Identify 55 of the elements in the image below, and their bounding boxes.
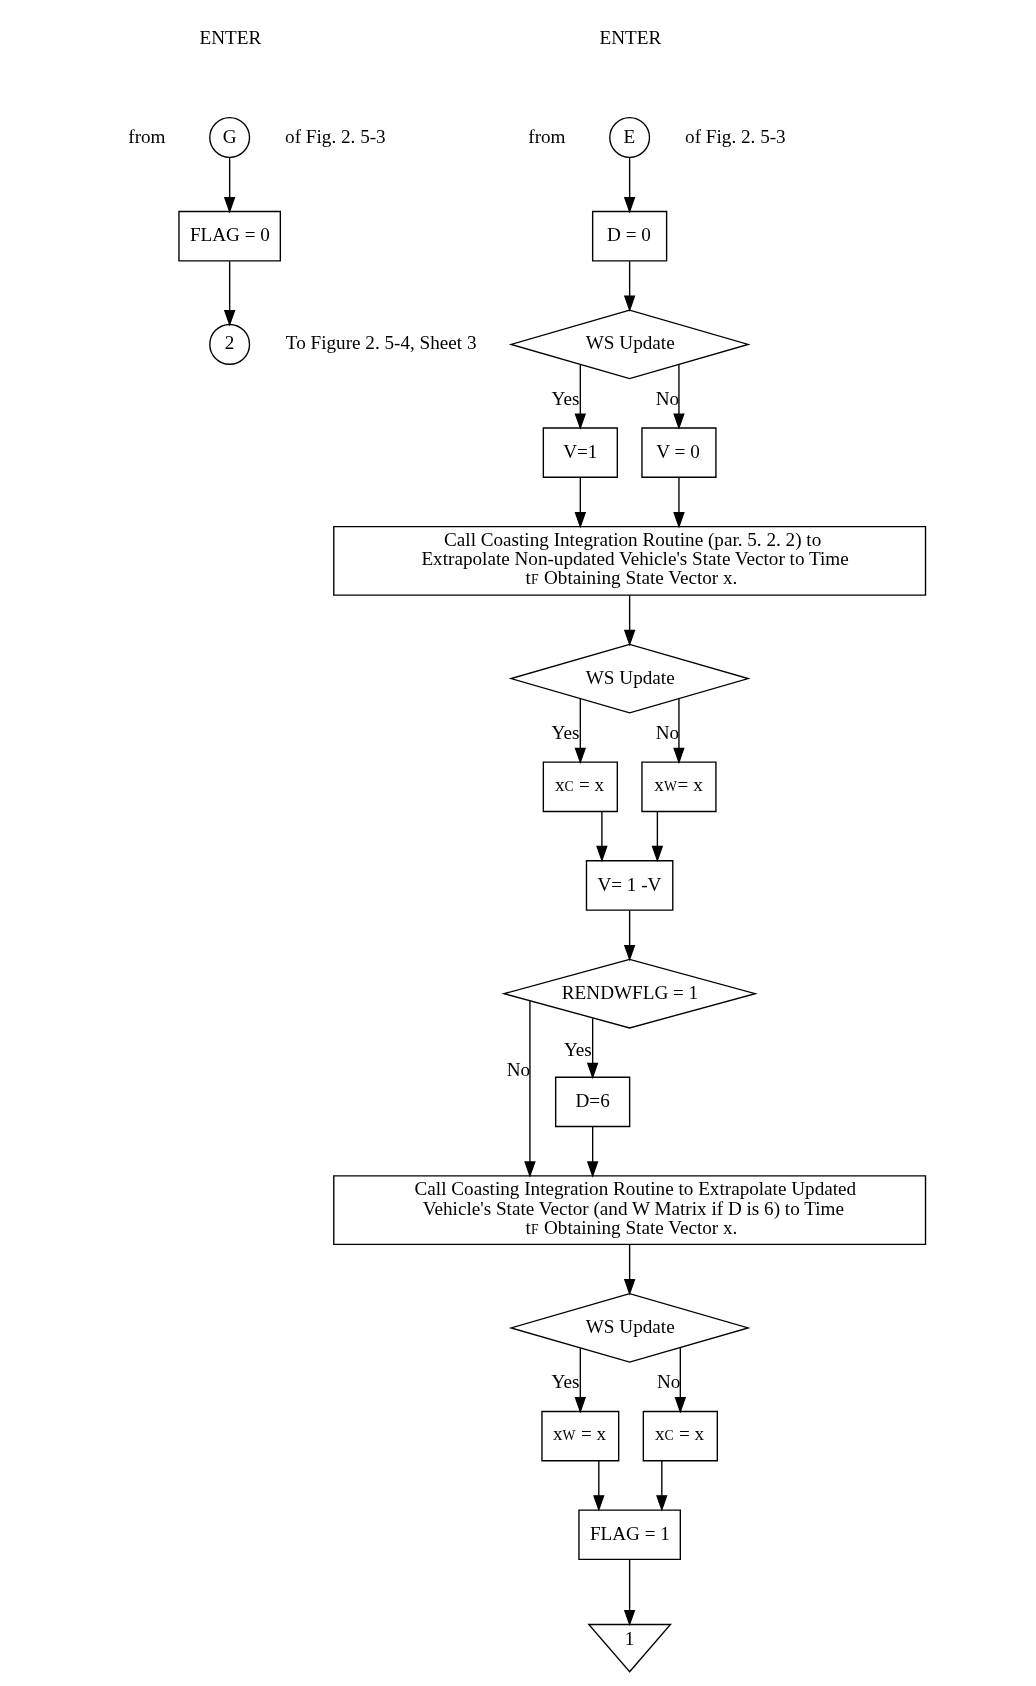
arrow bbox=[673, 698, 685, 765]
arrow bbox=[223, 260, 236, 327]
arrow bbox=[673, 477, 685, 529]
arrow bbox=[596, 811, 608, 863]
arrow bbox=[574, 698, 587, 765]
node-diamond: RENDWFLG = 1 bbox=[501, 958, 758, 1029]
node-box: Call Coasting Integration Routine (par. 5. 2. 2) to Extrapolate Non-updated Vehicle's State Vector to Time tF Obtaining State Vector x. bbox=[333, 525, 927, 596]
node-label: To Figure 2. 5-4, Sheet 3 bbox=[285, 332, 477, 354]
node-circle: 2 bbox=[209, 323, 251, 365]
arrow bbox=[623, 909, 636, 962]
node-diamond: WS Update bbox=[508, 309, 751, 380]
node-box: D=6 bbox=[555, 1076, 631, 1128]
edge-label: Yes bbox=[551, 1371, 580, 1393]
node-box: D = 0 bbox=[591, 210, 668, 262]
node-label: ENTER bbox=[199, 26, 262, 48]
arrow bbox=[674, 1347, 687, 1414]
arrow bbox=[623, 260, 636, 313]
edge-label: Yes bbox=[551, 721, 580, 743]
node-box: xW= x bbox=[641, 761, 717, 813]
arrow bbox=[586, 1126, 599, 1178]
node-label: ENTER bbox=[599, 26, 662, 48]
node-label: of Fig. 2. 5-3 bbox=[685, 125, 786, 147]
arrow bbox=[673, 364, 685, 430]
node-box: FLAG = 1 bbox=[578, 1509, 681, 1561]
arrow bbox=[574, 1347, 587, 1414]
node-box: V = 0 bbox=[641, 427, 717, 478]
arrow bbox=[574, 364, 587, 430]
node-box: xC = x bbox=[542, 761, 618, 813]
node-box: V= 1 -V bbox=[585, 860, 674, 911]
node-circle: E bbox=[609, 117, 651, 159]
arrow bbox=[223, 156, 236, 214]
node-label: from bbox=[128, 125, 166, 147]
arrow bbox=[593, 1460, 605, 1512]
node-circle: G bbox=[209, 117, 251, 159]
node-box: V=1 bbox=[542, 427, 618, 478]
node-label: of Fig. 2. 5-3 bbox=[285, 125, 386, 147]
edge-label: Yes bbox=[563, 1039, 592, 1061]
arrow bbox=[623, 594, 636, 647]
edge-label: No bbox=[657, 1371, 681, 1393]
node-diamond: WS Update bbox=[508, 643, 751, 714]
node-box: Call Coasting Integration Routine to Extrapolate Updated Vehicle's State Vector (and W Matrix if D is 6) to Time tF Obtaining State Vector x. bbox=[333, 1175, 927, 1246]
edge-label: Yes bbox=[551, 387, 580, 409]
node-label: from bbox=[528, 125, 566, 147]
node-box: xW = x bbox=[541, 1410, 620, 1462]
arrow bbox=[656, 1460, 668, 1512]
node-box: FLAG = 0 bbox=[178, 210, 282, 262]
arrow bbox=[586, 1017, 599, 1080]
arrow bbox=[623, 156, 636, 214]
arrow bbox=[623, 1244, 636, 1296]
node-box: xC = x bbox=[642, 1410, 718, 1462]
arrow bbox=[651, 811, 664, 863]
node-diamond: WS Update bbox=[508, 1292, 751, 1363]
arrow bbox=[574, 477, 587, 529]
arrow bbox=[524, 1000, 536, 1178]
arrow bbox=[623, 1559, 636, 1627]
